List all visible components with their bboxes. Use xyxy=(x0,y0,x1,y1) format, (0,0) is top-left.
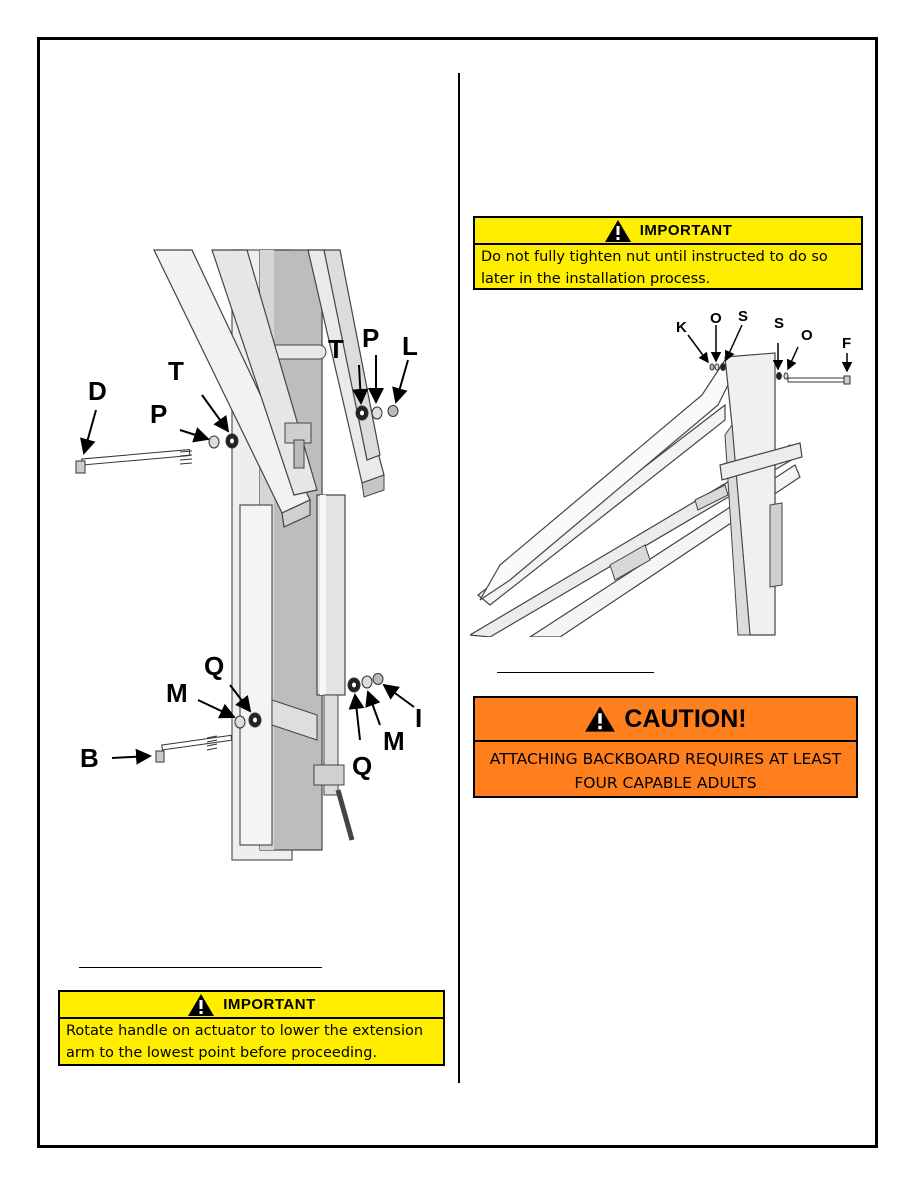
caution-notice-header: CAUTION! xyxy=(475,698,856,742)
label-Q-right: Q xyxy=(352,751,372,781)
label-P: P xyxy=(150,399,167,429)
page-border xyxy=(37,37,878,1148)
label-B: B xyxy=(80,743,99,773)
label-D: D xyxy=(88,376,107,406)
label-K: K xyxy=(676,319,687,336)
label-Q: Q xyxy=(204,651,224,681)
label-O-right: O xyxy=(801,327,813,344)
right-assembly-figure: K O S S O F xyxy=(470,305,860,637)
label-S-right: S xyxy=(774,315,784,332)
important-notice-header: IMPORTANT xyxy=(60,992,443,1019)
label-F: F xyxy=(842,335,851,352)
important-text: Rotate handle on actuator to lower the e… xyxy=(66,1023,424,1061)
important-text: Do not fully tighten nut until instructe… xyxy=(481,249,828,287)
warning-triangle-icon xyxy=(604,219,631,242)
label-M: M xyxy=(166,678,188,708)
caution-notice: CAUTION! ATTACHING BACKBOARD REQUIRES AT… xyxy=(473,696,858,798)
label-O: O xyxy=(710,310,722,327)
label-L: L xyxy=(402,331,418,361)
warning-triangle-icon xyxy=(188,993,215,1016)
left-assembly-figure: D P T T P L Q M B Q M I xyxy=(62,245,442,870)
right-section-heading-underline xyxy=(497,672,654,673)
left-section-heading-underline xyxy=(79,967,322,968)
column-divider xyxy=(458,73,460,1083)
caution-text: ATTACHING BACKBOARD REQUIRES AT LEAST FO… xyxy=(489,750,842,792)
label-S: S xyxy=(738,308,748,325)
important-notice-top: IMPORTANT Do not fully tighten nut until… xyxy=(473,216,863,290)
important-title: IMPORTANT xyxy=(223,996,316,1013)
warning-triangle-icon xyxy=(585,706,616,732)
caution-title: CAUTION! xyxy=(624,704,747,733)
important-notice-header: IMPORTANT xyxy=(475,218,861,245)
label-I: I xyxy=(415,703,422,733)
label-T: T xyxy=(168,356,184,386)
label-P-right: P xyxy=(362,323,379,353)
important-title: IMPORTANT xyxy=(639,222,733,239)
important-notice-bottom: IMPORTANT Rotate handle on actuator to l… xyxy=(58,990,445,1066)
label-T-right: T xyxy=(328,334,344,364)
label-M-right: M xyxy=(383,726,405,756)
